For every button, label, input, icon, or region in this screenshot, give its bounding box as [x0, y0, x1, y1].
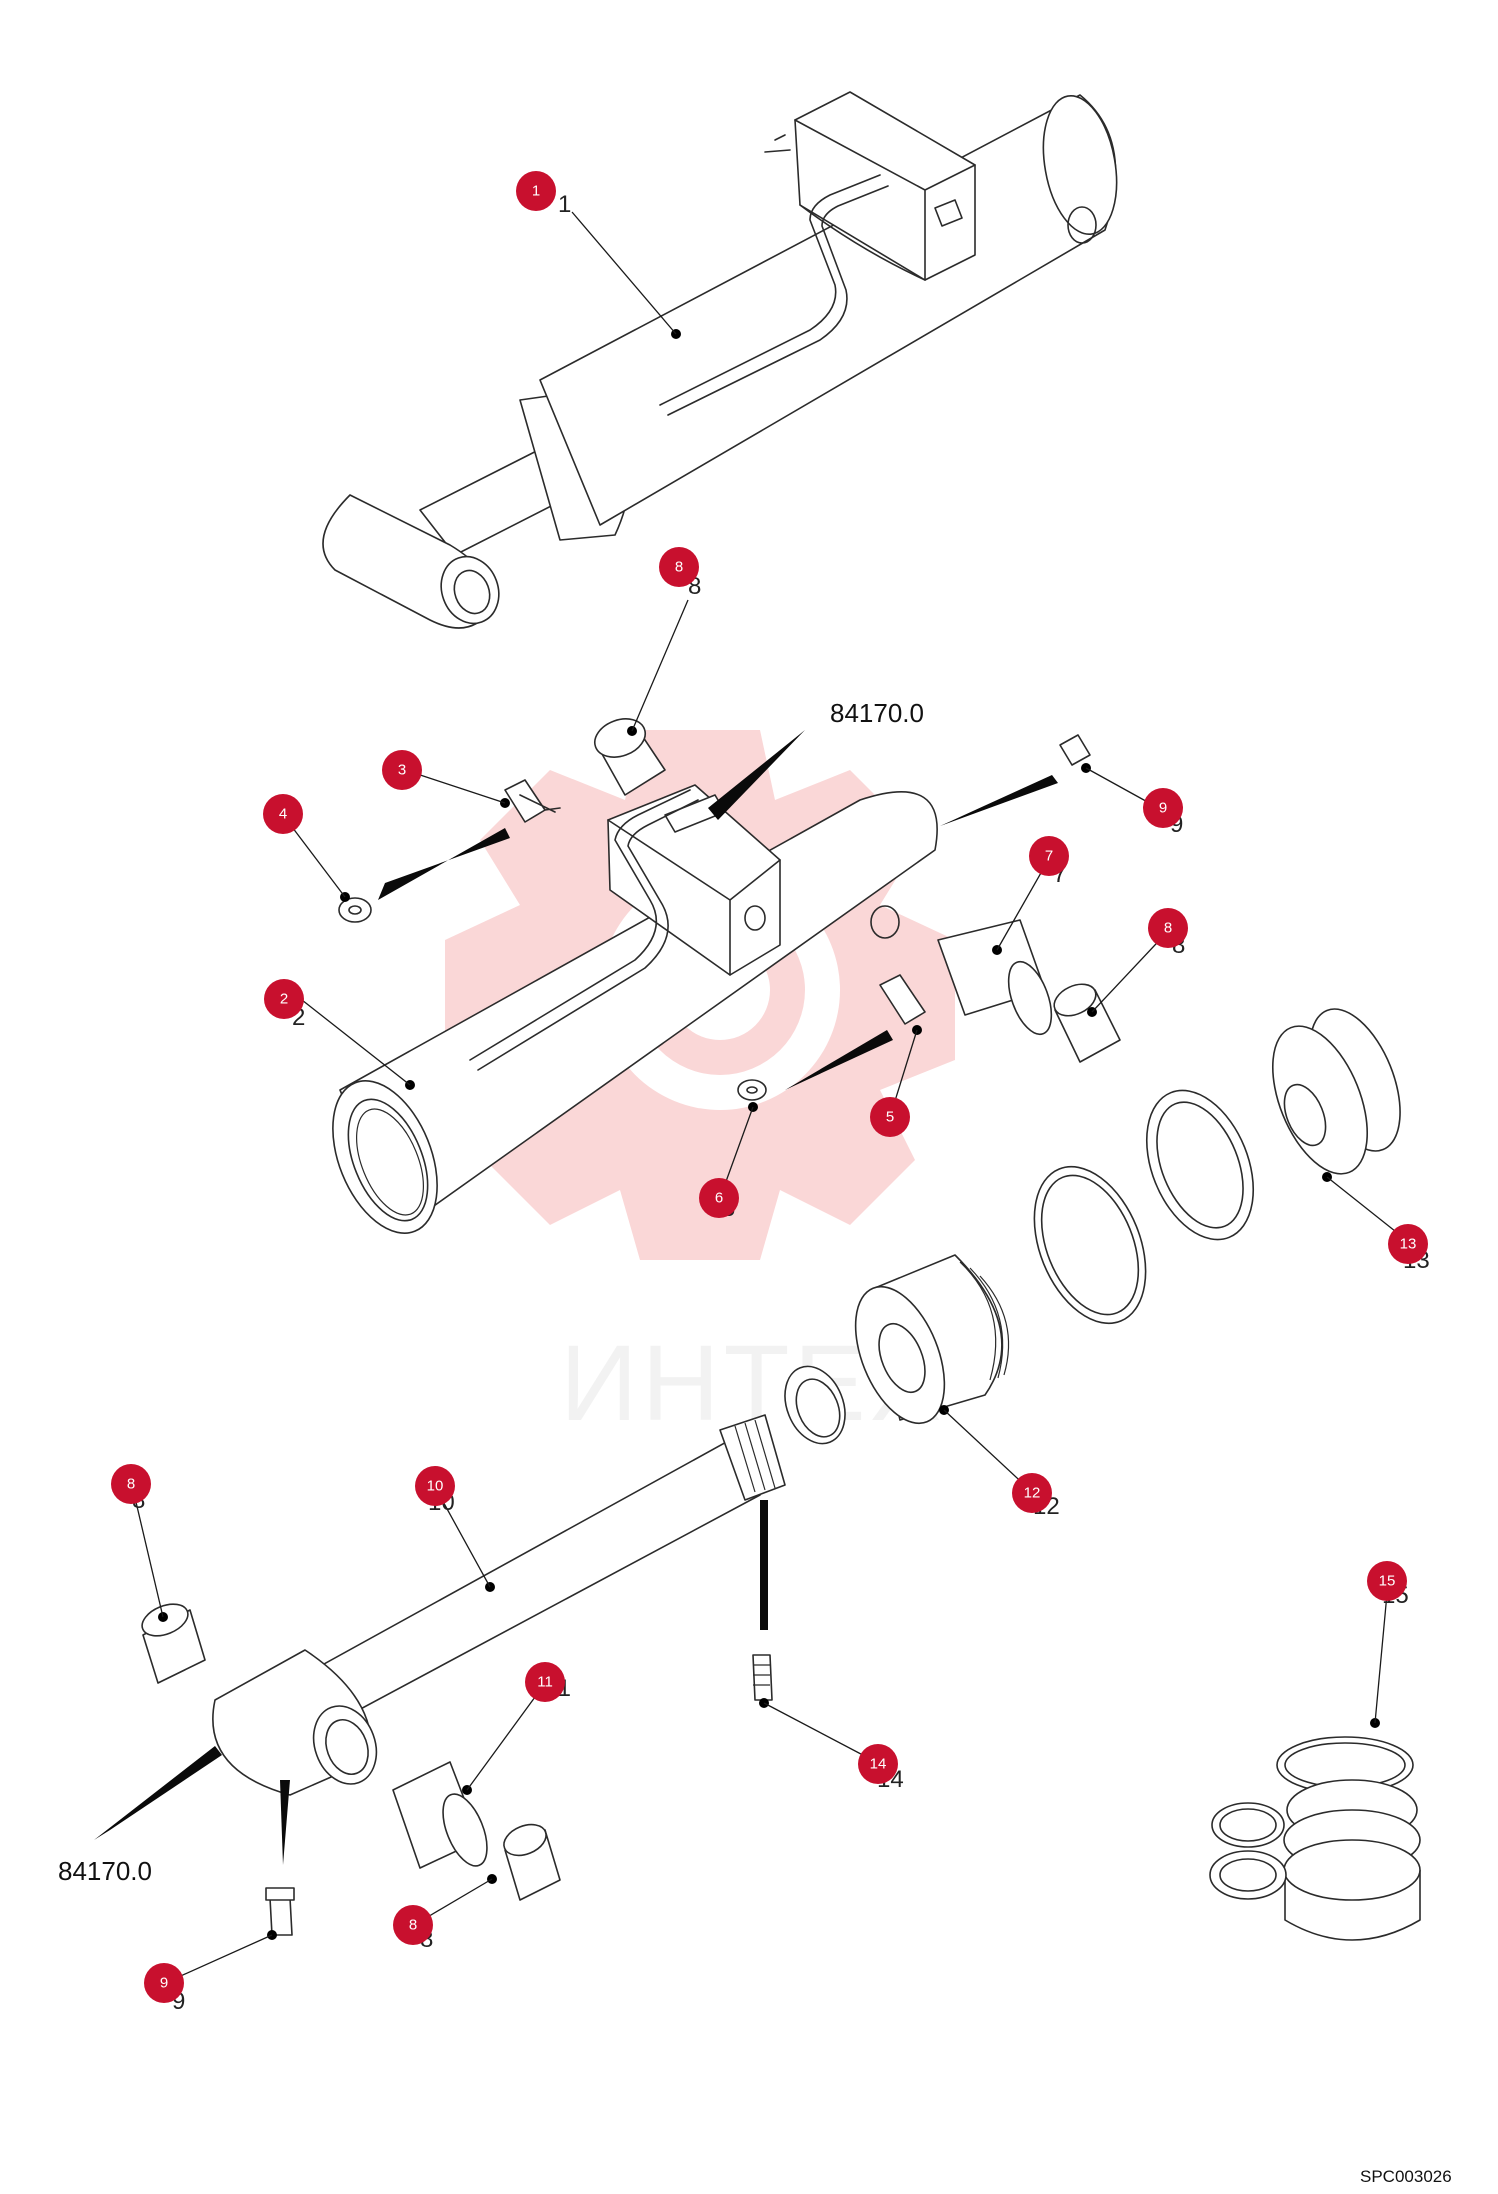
callout-5[interactable]: 5 — [870, 1097, 910, 1137]
callout-12[interactable]: 12 12 — [1012, 1473, 1060, 1520]
reference-label-top: 84170.0 — [830, 698, 924, 728]
callout-10[interactable]: 10 10 — [415, 1466, 455, 1516]
part-12-gland — [854, 1254, 1010, 1425]
part-13-piston — [1271, 1008, 1401, 1175]
callout-13[interactable]: 13 13 — [1388, 1224, 1430, 1274]
callout-badge-7: 7 — [1045, 848, 1053, 865]
callout-badge-8-top: 8 — [675, 559, 683, 576]
part-8-bushing-left — [141, 1603, 206, 1684]
callout-badge-8-right: 8 — [1164, 920, 1172, 937]
callout-text-1: 1 — [558, 191, 571, 218]
callout-badge-13: 13 — [1400, 1236, 1417, 1253]
callout-badge-11: 11 — [537, 1674, 553, 1691]
callout-badge-15: 15 — [1379, 1573, 1396, 1590]
callout-badge-9-bottom: 9 — [160, 1975, 168, 1992]
callout-1[interactable]: 1 1 — [516, 171, 571, 218]
callout-badge-6: 6 — [715, 1190, 723, 1207]
callout-badge-12: 12 — [1024, 1485, 1041, 1502]
callout-badge-5: 5 — [886, 1109, 894, 1126]
callout-badge-8-bottom: 8 — [409, 1917, 417, 1934]
part-10-piston-rod — [212, 1414, 786, 1796]
callout-7[interactable]: 7 7 — [1029, 836, 1069, 888]
small-seal-ring — [784, 1365, 846, 1445]
callout-badge-9-top: 9 — [1159, 800, 1167, 817]
assembly-arrows — [94, 730, 1058, 1865]
part-9-grease-nipple-bottom — [265, 1887, 295, 1936]
part-2-cylinder-barrel — [332, 784, 938, 1234]
part-8-bushing-right — [1053, 983, 1121, 1063]
part-8-bushing-bottom — [503, 1823, 561, 1901]
callout-3[interactable]: 3 3 — [382, 750, 422, 790]
part-9-grease-nipple-top — [1059, 734, 1091, 766]
callout-9-top[interactable]: 9 9 — [1143, 788, 1183, 838]
drawing-code: SPC003026 — [1360, 2167, 1452, 2186]
callout-badge-8-left: 8 — [127, 1476, 135, 1493]
callout-11[interactable]: 11 11 — [525, 1662, 571, 1702]
part-3-valve-fitting — [504, 779, 561, 823]
callout-badge-2: 2 — [280, 991, 288, 1008]
part-5-valve — [879, 974, 926, 1025]
part-4-washer — [338, 897, 372, 923]
callout-4[interactable]: 4 — [263, 794, 303, 834]
callout-8-bottom[interactable]: 8 8 — [393, 1905, 433, 1953]
callout-2[interactable]: 2 2 — [264, 979, 305, 1031]
part-7-bushing — [937, 919, 1053, 1036]
callout-9-bottom[interactable]: 9 9 — [144, 1963, 185, 2015]
callout-14[interactable]: 14 14 — [858, 1744, 904, 1793]
callout-badge-3: 3 — [398, 762, 406, 779]
seal-rings-set — [1033, 1089, 1255, 1325]
callout-6[interactable]: 6 6 — [699, 1178, 739, 1222]
part-1-cylinder-assembly — [322, 91, 1118, 629]
callout-8-left[interactable]: 8 8 — [111, 1464, 151, 1514]
callout-15[interactable]: 15 15 — [1367, 1561, 1409, 1609]
part-15-seal-kit — [1209, 1736, 1421, 1941]
callout-badge-10: 10 — [427, 1478, 444, 1495]
part-6-washer — [737, 1079, 767, 1101]
part-14-grub-screw — [752, 1654, 773, 1701]
reference-label-bottom: 84170.0 — [58, 1856, 152, 1886]
part-11-bushing — [392, 1761, 488, 1869]
callout-badge-4: 4 — [279, 806, 287, 823]
callout-8-top[interactable]: 8 8 — [659, 547, 701, 600]
callout-8-right[interactable]: 8 8 — [1148, 908, 1188, 959]
callout-badge-14: 14 — [870, 1756, 887, 1773]
callout-badge-1: 1 — [532, 183, 540, 200]
